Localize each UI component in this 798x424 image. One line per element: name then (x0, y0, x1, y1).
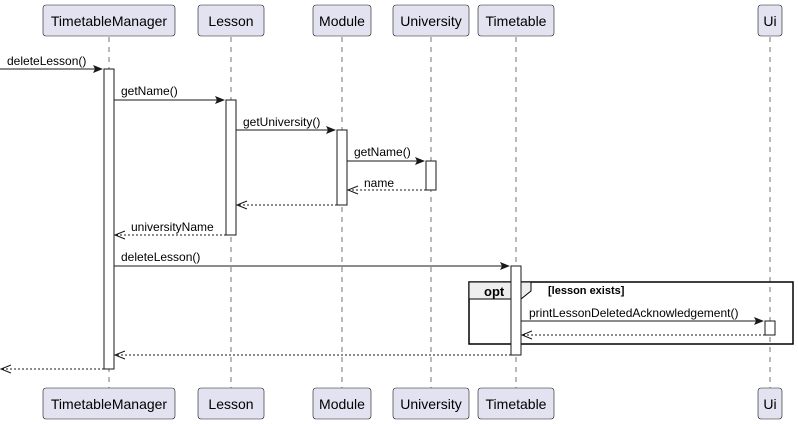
participant-timetablemanager-bottom: TimetableManager (42, 387, 176, 420)
fragment-keyword: opt (484, 284, 505, 299)
activation-ui (764, 320, 776, 336)
participant-label: Module (319, 396, 365, 412)
participant-label: Timetable (486, 13, 547, 29)
message-label: printLessonDeletedAcknowledgement() (529, 306, 738, 320)
participant-label: Lesson (208, 396, 253, 412)
participant-university-top: University (392, 4, 470, 37)
participant-label: Ui (763, 396, 776, 412)
participant-ui-top: Ui (757, 4, 783, 37)
participant-label: Module (319, 13, 365, 29)
message-return-ui (520, 330, 765, 340)
participant-label: Timetable (486, 396, 547, 412)
activation-timetable (510, 265, 522, 356)
participant-university-bottom: University (392, 387, 470, 420)
message-label: universityName (131, 220, 214, 234)
participant-ui-bottom: Ui (757, 387, 783, 420)
message-label: deleteLesson() (121, 250, 200, 264)
participant-lesson-top: Lesson (197, 4, 265, 37)
participant-module-top: Module (312, 4, 372, 37)
participant-label: University (400, 396, 461, 412)
message-delete-lesson-in: deleteLesson() (0, 54, 103, 73)
participant-lesson-bottom: Lesson (197, 387, 265, 420)
participant-label: TimetableManager (51, 13, 168, 29)
participant-timetable-bottom: Timetable (477, 387, 555, 420)
message-return-name: name (346, 176, 426, 195)
message-label: getName() (121, 84, 178, 98)
participant-label: TimetableManager (51, 396, 168, 412)
activation-lesson (225, 99, 237, 236)
participant-label: Ui (763, 13, 776, 29)
message-label: name (364, 176, 394, 190)
message-label: getName() (354, 145, 411, 159)
message-get-university: getUniversity() (236, 115, 336, 134)
fragment-guard: [lesson exists] (548, 285, 625, 297)
message-return-university (235, 200, 337, 210)
activation-module (336, 129, 348, 206)
message-delete-lesson-timetable: deleteLesson() (114, 250, 510, 270)
message-get-name-university: getName() (347, 145, 425, 165)
participant-label: University (400, 13, 461, 29)
participant-module-bottom: Module (312, 387, 372, 420)
participant-label: Lesson (208, 13, 253, 29)
message-print-ack: printLessonDeletedAcknowledgement() (521, 306, 764, 325)
message-label: getUniversity() (243, 115, 320, 129)
message-get-name-lesson: getName() (114, 84, 225, 104)
message-label: deleteLesson() (7, 54, 86, 68)
message-return-timetable (113, 350, 511, 360)
participant-timetablemanager-top: TimetableManager (42, 4, 176, 37)
activation-timetablemanager (103, 68, 115, 370)
activation-university (425, 160, 437, 191)
participant-timetable-top: Timetable (477, 4, 555, 37)
message-return-out (0, 364, 104, 374)
message-return-university-name: universityName (113, 220, 226, 240)
